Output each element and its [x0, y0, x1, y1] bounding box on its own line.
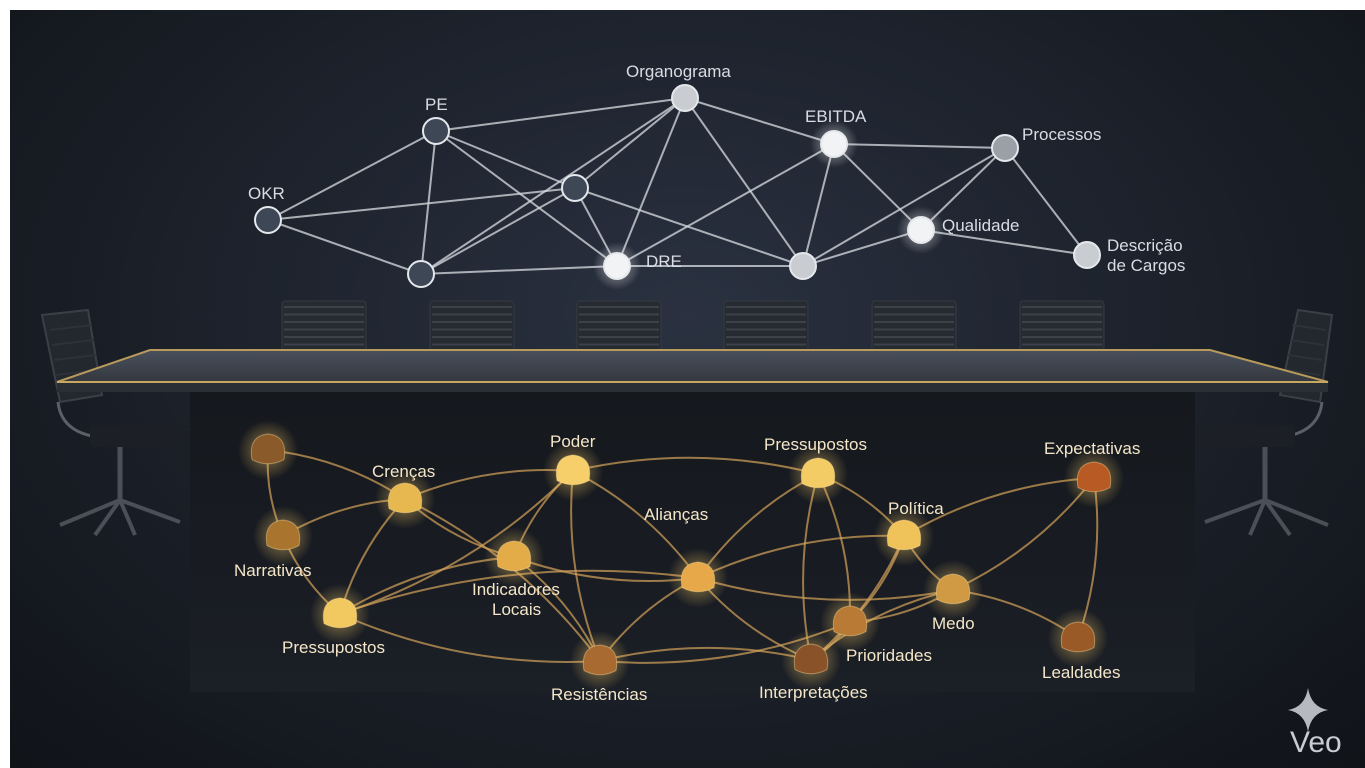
informal-node-label: Interpretações — [759, 683, 868, 702]
conference-table — [56, 349, 1329, 692]
chair-back-1 — [281, 300, 367, 352]
informal-node-expectativas: Expectativas — [1044, 439, 1140, 508]
informal-node-poder: Poder — [543, 432, 603, 501]
informal-node-prioridades: Prioridades — [820, 592, 932, 665]
informal-node-label: Poder — [550, 432, 596, 451]
informal-edge — [572, 456, 819, 475]
informal-edge — [339, 613, 601, 663]
informal-edge — [339, 470, 574, 615]
formal-edge — [420, 187, 576, 275]
formal-edge — [574, 97, 686, 189]
formal-edge — [684, 97, 835, 145]
informal-node-pressupostos-l: Pressupostos — [282, 584, 385, 657]
formal-node-pe: PE — [422, 95, 450, 145]
informal-node-label: Alianças — [644, 505, 708, 524]
formal-edge — [802, 147, 1006, 267]
formal-edge — [420, 130, 437, 275]
formal-edge — [267, 219, 422, 275]
formal-edge — [267, 130, 437, 221]
informal-node-politica: Política — [874, 499, 944, 566]
informal-node-narrativas: Narrativas — [234, 506, 313, 580]
informal-node-pressupostos-r: Pressupostos — [764, 435, 867, 504]
informal-node-label: Narrativas — [234, 561, 311, 580]
informal-node-label: Pressupostos — [282, 638, 385, 657]
formal-edge — [920, 229, 1088, 256]
informal-edge — [697, 577, 954, 601]
formal-node-n-mid — [561, 174, 589, 202]
chair-right — [1195, 308, 1334, 537]
formal-edge — [420, 265, 618, 275]
chair-back-6 — [1019, 300, 1105, 352]
informal-node-resistencias: Resistências — [551, 631, 647, 704]
formal-node-organograma: Organograma — [626, 62, 731, 112]
informal-node-label: Crenças — [372, 462, 435, 481]
informal-node-crencas: Crenças — [372, 462, 435, 529]
informal-node-i-top-left — [238, 420, 298, 480]
formal-edge — [684, 97, 804, 267]
formal-node-label: DRE — [646, 252, 682, 271]
chair-left — [40, 308, 193, 537]
formal-node-dre: DRE — [593, 242, 682, 290]
formal-node-n-low — [407, 260, 435, 288]
formal-node-processos: Processos — [991, 125, 1101, 162]
informal-network-nodes: NarrativasCrençasPressupostosPoderIndica… — [234, 420, 1140, 704]
informal-node-interpretacoes: Interpretações — [759, 630, 868, 702]
formal-network-edges — [267, 97, 1088, 275]
formal-edge — [616, 143, 835, 267]
watermark-label: Veo — [1290, 726, 1342, 759]
formal-node-label: EBITDA — [805, 107, 867, 126]
formal-edge — [435, 97, 686, 132]
formal-node-qualidade: Qualidade — [897, 206, 1020, 254]
formal-edge — [833, 143, 1006, 149]
informal-node-label: Lealdades — [1042, 663, 1120, 682]
chair-back-5 — [871, 300, 957, 352]
chair-backs — [281, 300, 1105, 352]
sparkle-icon — [1288, 688, 1328, 732]
formal-node-label: PE — [425, 95, 448, 114]
informal-node-label: Prioridades — [846, 646, 932, 665]
formal-edge — [435, 130, 618, 267]
chair-back-3 — [576, 300, 662, 352]
formal-node-label: Processos — [1022, 125, 1101, 144]
chair-back-2 — [429, 300, 515, 352]
informal-node-label: Medo — [932, 614, 975, 633]
formal-edge — [616, 97, 686, 267]
informal-node-label: Resistências — [551, 685, 647, 704]
informal-node-lealdades: Lealdades — [1042, 608, 1120, 682]
chair-back-4 — [723, 300, 809, 352]
informal-node-label: Política — [888, 499, 944, 518]
formal-node-okr: OKR — [248, 184, 285, 234]
formal-node-label: Organograma — [626, 62, 731, 81]
formal-edge — [435, 130, 576, 189]
informal-node-label: Pressupostos — [764, 435, 867, 454]
informal-node-aliancas: Alianças — [644, 505, 728, 608]
formal-edge — [267, 187, 576, 221]
formal-node-ebitda: EBITDA — [805, 107, 867, 168]
formal-node-label: Qualidade — [942, 216, 1020, 235]
veo-watermark: Veo — [1288, 688, 1342, 759]
formal-edge — [420, 97, 686, 275]
informal-node-label: Expectativas — [1044, 439, 1140, 458]
formal-edge — [1004, 147, 1088, 256]
formal-edge — [574, 187, 804, 267]
informal-node-medo: Medo — [923, 560, 983, 633]
formal-node-n-right — [789, 252, 817, 280]
formal-node-label: OKR — [248, 184, 285, 203]
